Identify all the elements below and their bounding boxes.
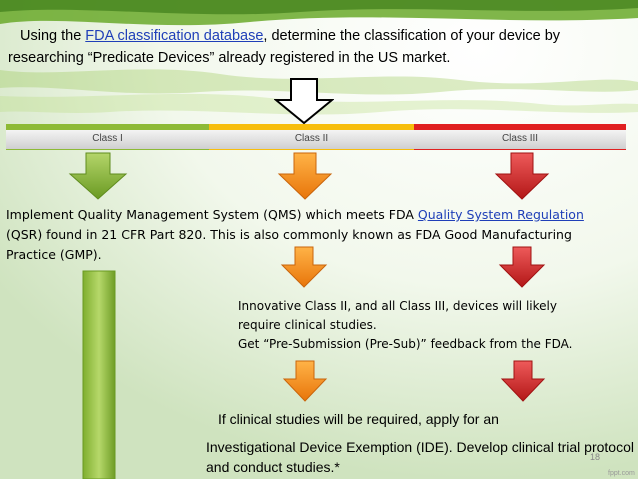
class-3-down-arrow-icon (494, 152, 550, 200)
classification-bar: Class I Class II Class III (6, 124, 626, 150)
intro-prefix: Using the (20, 28, 86, 44)
ide-text-line2: Investigational Device Exemption (IDE). … (206, 439, 634, 475)
quality-system-regulation-link[interactable]: Quality System Regulation (417, 207, 584, 222)
class-2-label: Class II (294, 133, 329, 144)
down-arrow-icon (274, 78, 334, 124)
fda-classification-database-link[interactable]: FDA classification database (85, 28, 264, 44)
class-2-header: Class II (209, 124, 414, 150)
clinical-studies-text: Innovative Class II, and all Class III, … (238, 297, 598, 354)
class-1-down-arrow-icon (68, 152, 128, 200)
qms-text: Implement Quality Management System (QMS… (6, 205, 616, 265)
clinical-line2: Get “Pre-Submission (Pre-Sub)” feedback … (238, 337, 573, 351)
brand-watermark: fppt.com (608, 470, 635, 477)
class-3-header: Class III (414, 124, 626, 150)
class-2-down-arrow-icon (277, 152, 333, 200)
ide-text-line1: If clinical studies will be required, ap… (218, 411, 499, 427)
class-1-label: Class I (92, 133, 123, 144)
class-2-down-arrow-2-icon (280, 246, 328, 288)
class-3-label: Class III (501, 133, 539, 144)
class-3-down-arrow-2-icon (498, 246, 546, 288)
intro-text-line2: researching “Predicate Devices” already … (8, 50, 451, 66)
page-number: 18 (590, 452, 601, 462)
qms-rest: (QSR) found in 21 CFR Part 820. This is … (6, 227, 572, 262)
class-3-down-arrow-3-icon (500, 360, 546, 402)
class-2-down-arrow-3-icon (282, 360, 328, 402)
intro-suffix: , determine the classification of your d… (263, 28, 561, 44)
clinical-line1: Innovative Class II, and all Class III, … (238, 299, 557, 332)
intro-text-line1: Using the FDA classification database, d… (20, 28, 560, 44)
class-1-header: Class I (6, 124, 209, 150)
qms-prefix: Implement Quality Management System (QMS… (6, 207, 418, 222)
class-1-continuation-column (82, 270, 116, 479)
